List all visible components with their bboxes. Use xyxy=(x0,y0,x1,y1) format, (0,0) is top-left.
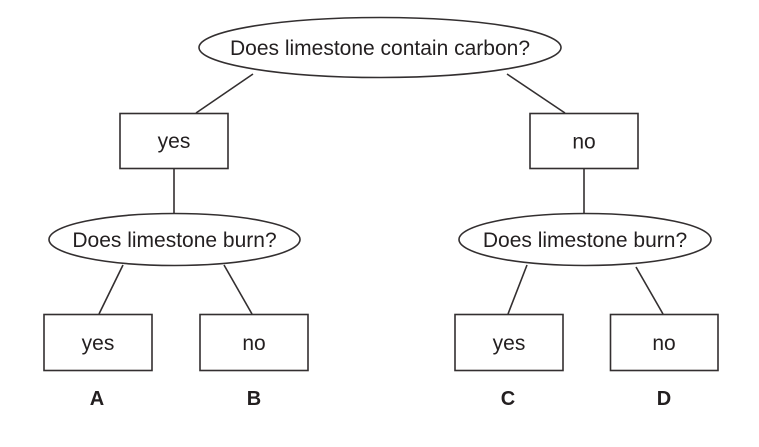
outcome-c-box xyxy=(454,313,564,372)
left-yes-text: yes xyxy=(158,130,191,153)
outcome-a-box xyxy=(43,313,153,372)
outcome-c-answer: yes xyxy=(493,332,526,355)
edge-right-question-to-d xyxy=(635,266,664,315)
outcome-node-b: no B xyxy=(199,313,309,410)
outcome-node-c: yes C xyxy=(454,313,564,410)
outcome-a-label: A xyxy=(90,388,104,410)
outcome-b-box xyxy=(199,313,309,372)
outcome-d-answer: no xyxy=(652,332,675,355)
edge-left-question-to-b xyxy=(223,264,253,315)
outcome-node-d: no D xyxy=(609,313,719,410)
outcome-d-label: D xyxy=(657,388,671,410)
edge-right-question-to-c xyxy=(507,264,528,315)
edge-left-question-to-a xyxy=(98,264,124,315)
left-answer-node: yes xyxy=(119,112,229,170)
root-question-ellipse xyxy=(198,16,562,79)
root-question-text: Does limestone contain carbon? xyxy=(230,37,530,60)
outcome-a-answer: yes xyxy=(82,332,115,355)
edge-root-to-no xyxy=(506,73,566,114)
left-question-text: Does limestone burn? xyxy=(72,229,276,252)
left-question-node: Does limestone burn? xyxy=(48,212,301,267)
edge-root-to-yes xyxy=(195,73,254,114)
outcome-c-label: C xyxy=(501,388,515,410)
right-question-ellipse xyxy=(458,212,712,267)
outcome-b-label: B xyxy=(247,388,261,410)
right-question-node: Does limestone burn? xyxy=(458,212,712,267)
left-yes-box xyxy=(119,112,229,170)
right-question-text: Does limestone burn? xyxy=(483,229,687,252)
right-answer-node: no xyxy=(529,112,639,170)
outcome-d-box xyxy=(609,313,719,372)
left-question-ellipse xyxy=(48,212,301,267)
outcome-b-answer: no xyxy=(242,332,265,355)
right-no-text: no xyxy=(572,131,595,154)
right-no-box xyxy=(529,112,639,170)
root-question-node: Does limestone contain carbon? xyxy=(198,16,562,79)
outcome-node-a: yes A xyxy=(43,313,153,410)
